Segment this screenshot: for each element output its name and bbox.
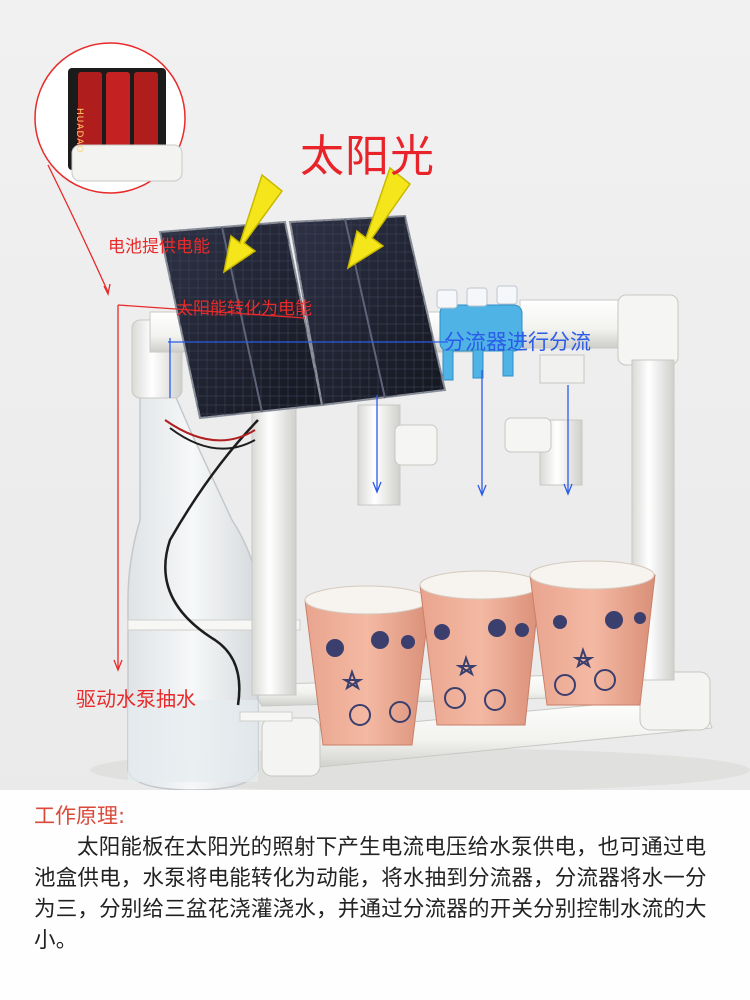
right-elbow bbox=[617, 294, 679, 366]
solar-conversion-label: 太阳能转化为电能 bbox=[176, 299, 312, 319]
solar-panel-icon bbox=[158, 214, 447, 420]
sunlight-arrow-icon bbox=[222, 166, 412, 274]
sunlight-label: 太阳光 bbox=[300, 131, 435, 182]
center-support bbox=[251, 404, 297, 696]
principle-panel bbox=[0, 790, 750, 1000]
blue-flow-arrows bbox=[168, 338, 573, 497]
principle-title: 工作原理: bbox=[34, 804, 126, 828]
battery-brand-text: HUADAO bbox=[74, 108, 84, 154]
pump-wire bbox=[164, 419, 259, 706]
splitter-label: 分流器进行分流 bbox=[444, 330, 591, 354]
red-wire bbox=[164, 419, 256, 442]
battery-box-icon bbox=[34, 42, 186, 194]
water-splitter-icon bbox=[436, 285, 523, 381]
pump-label: 驱动水泵抽水 bbox=[76, 687, 196, 711]
red-guides bbox=[47, 164, 306, 672]
principle-text: 太阳能板在太阳光的照射下产生电流电压给水泵供电，也可通过电池盒供电，水泵将电能转… bbox=[34, 835, 707, 953]
battery-supply-label: 电池提供电能 bbox=[108, 237, 210, 257]
paper-cup-icon bbox=[304, 560, 656, 746]
water-bottle bbox=[127, 394, 301, 791]
black-wire bbox=[169, 427, 256, 450]
